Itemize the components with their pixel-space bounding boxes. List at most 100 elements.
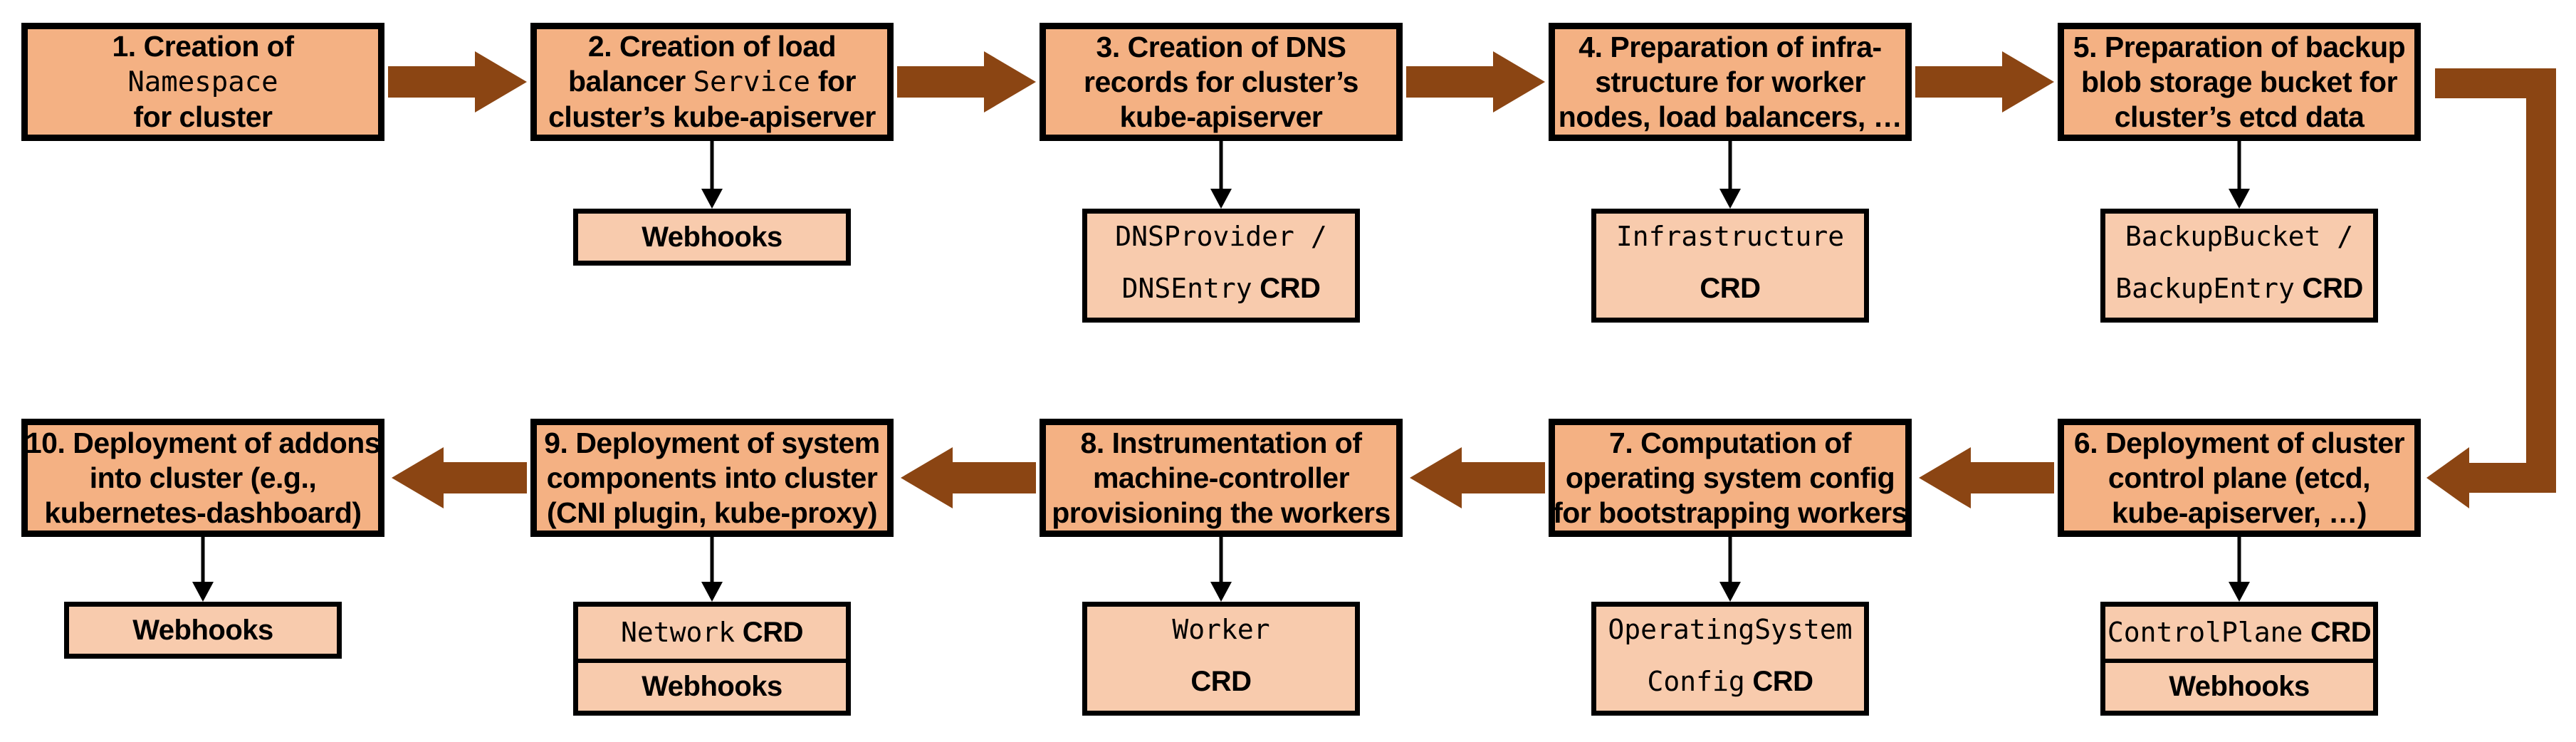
text-segment: ControlPlane [2107,617,2303,648]
flow-arrow-step8-to-step9 [901,447,1036,508]
connector-arrow-step10-webhooks [192,537,214,602]
text-segment: Namespace [127,66,278,98]
network-crd-cell: Network CRD [578,607,846,659]
text-line: 5. Preparation of backup [2073,30,2406,65]
text-line: DNSEntry CRD [1122,266,1321,318]
text-segment: cluster’s etcd data [2114,100,2365,133]
text-segment: 4. Preparation of infra- [1578,30,1882,63]
text-segment: provisioning the workers [1052,496,1391,529]
text-line: Infrastructure [1616,214,1844,266]
text-line: 2. Creation of load [587,29,837,64]
text-segment: Webhooks [642,671,782,702]
text-line: kube-apiserver [1120,100,1323,135]
text-segment: 7. Computation of [1609,426,1851,459]
text-line: cluster’s kube-apiserver [548,100,876,135]
controlplane-crd-cell: ControlPlane CRD [2105,607,2373,659]
step-3-dns-crd-box: DNSProvider / DNSEntry CRD [1082,209,1360,323]
step-2-webhooks-box: Webhooks [573,209,851,266]
step-6-controlplane-webhooks-box: ControlPlane CRD Webhooks [2100,602,2378,716]
text-segment: for cluster [133,100,273,133]
step-5-backup-crd-box: BackupBucket / BackupEntry CRD [2100,209,2378,323]
text-segment: BackupBucket / [2125,221,2354,252]
text-line: balancer Service for [568,64,856,100]
text-segment: kube-apiserver [1119,100,1323,133]
text-line: 4. Preparation of infra- [1578,30,1882,65]
text-segment: CRD [1744,666,1813,697]
flow-arrow-step2-to-step3 [897,51,1036,113]
text-line: 6. Deployment of cluster [2073,426,2405,461]
webhooks-cell: Webhooks [2105,659,2373,711]
text-segment: 1. Creation of [112,30,294,63]
text-segment: DNSProvider / [1115,221,1327,252]
flow-arrow-step7-to-step8 [1410,447,1545,508]
text-line: 7. Computation of [1609,426,1851,461]
text-segment: BackupEntry [2115,273,2295,304]
step-9-network-webhooks-box: Network CRD Webhooks [573,602,851,716]
text-line: 3. Creation of DNS [1096,30,1346,65]
text-line: CRD [1700,266,1761,318]
connector-arrow-step6-crd [2229,537,2250,602]
text-segment: 10. Deployment of addons [25,426,381,459]
text-segment: (CNI plugin, kube-proxy) [546,496,878,529]
connector-arrow-step8-crd [1210,537,1232,602]
text-line: records for cluster’s [1084,65,1359,100]
text-segment: 8. Instrumentation of [1080,426,1362,459]
text-segment: 3. Creation of DNS [1096,30,1346,63]
text-segment: CRD [735,617,804,648]
text-segment: 9. Deployment of system [544,426,880,459]
webhooks-cell: Webhooks [578,659,846,711]
text-segment: Config [1647,666,1745,697]
text-segment: machine-controller [1092,461,1350,494]
text-line: Webhooks [2169,671,2310,703]
text-line: blob storage bucket for [2081,65,2398,100]
text-segment: CRD [2294,273,2364,304]
text-segment: cluster’s kube-apiserver [548,100,876,133]
text-line: for bootstrapping workers [1553,496,1907,531]
text-line: Config CRD [1647,659,1813,711]
text-segment: CRD [1252,273,1321,304]
text-line: Webhooks [132,615,273,647]
text-segment: CRD [2303,617,2372,648]
connector-arrow-step4-crd [1719,141,1741,209]
text-segment: 5. Preparation of backup [2073,30,2406,63]
step-4-box: 4. Preparation of infra-structure for wo… [1549,23,1912,141]
text-line: OperatingSystem [1608,607,1852,659]
text-line: 1. Creation of [112,29,294,64]
text-line: structure for worker [1595,65,1865,100]
text-segment: operating system config [1565,461,1895,494]
text-segment: 2. Creation of load [587,30,837,63]
text-line: kubernetes-dashboard) [44,496,362,531]
connector-arrow-step5-crd [2229,141,2250,209]
connector-arrow-step9-crd [701,537,723,602]
flow-arrow-step4-to-step5 [1915,51,2054,113]
text-line: nodes, load balancers, … [1559,100,1902,135]
text-segment: Infrastructure [1616,221,1845,252]
text-segment: kube-apiserver, …) [2112,496,2367,529]
text-segment: 6. Deployment of cluster [2073,426,2405,459]
text-line: machine-controller [1092,461,1350,496]
text-line: kube-apiserver, …) [2112,496,2367,531]
text-line: provisioning the workers [1052,496,1391,531]
text-line: operating system config [1566,461,1895,496]
text-segment: balancer [568,65,693,98]
flow-arrow-step3-to-step4 [1406,51,1545,113]
text-line: BackupBucket / [2125,214,2353,266]
flow-arrow-step1-to-step2 [388,51,527,113]
text-line: CRD [1190,659,1252,711]
text-line: 9. Deployment of system [544,426,880,461]
text-segment: Webhooks [642,221,782,253]
text-segment: Webhooks [2169,671,2310,702]
connector-arrow-step7-crd [1719,537,1741,602]
text-line: for cluster [134,100,273,135]
text-segment: for bootstrapping workers [1553,496,1907,529]
text-line: Network CRD [621,617,803,649]
text-line: Webhooks [642,221,782,254]
